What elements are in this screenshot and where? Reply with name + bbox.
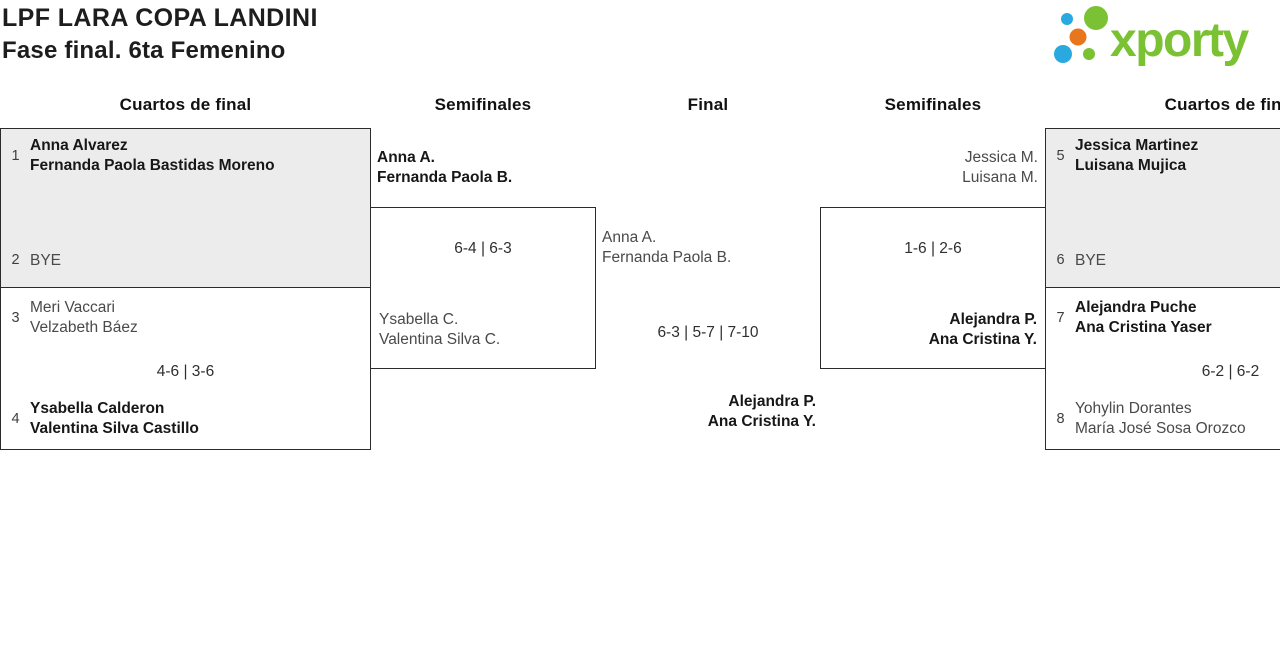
player-name: Alejandra Puche <box>1075 299 1197 316</box>
player-name: Anna Alvarez <box>30 137 128 154</box>
match-score: 4-6 | 3-6 <box>156 363 215 380</box>
page-subtitle: Fase final. 6ta Femenino <box>2 37 286 64</box>
player-name: Ana Cristina Yaser <box>1075 318 1212 336</box>
logo-dot-green-large <box>1084 6 1108 30</box>
round-header-qf-left: Cuartos de final <box>119 95 252 114</box>
round-header-final: Final <box>687 95 729 114</box>
player-name: Alejandra P. <box>949 311 1037 328</box>
bye-label: BYE <box>30 251 62 269</box>
seed-number: 5 <box>1056 147 1065 164</box>
player-name: Luisana M. <box>962 168 1038 186</box>
match-score: 6-4 | 6-3 <box>454 240 512 257</box>
player-name: Meri Vaccari <box>30 299 115 316</box>
team-row: 8 Yohylin Dorantes María José Sosa Orozc… <box>1053 399 1280 438</box>
seed-number: 8 <box>1056 410 1065 427</box>
logo-dot-blue-large <box>1054 45 1072 63</box>
player-name: Valentina Silva C. <box>379 330 501 348</box>
team-row: 5 Jessica Martinez Luisana Mujica <box>1053 136 1280 175</box>
seed-number: 2 <box>11 252 20 269</box>
seed-number: 7 <box>1056 309 1065 326</box>
team-row: 3 Meri Vaccari Velzabeth Báez <box>8 298 363 337</box>
player-name: Alejandra P. <box>728 393 816 410</box>
team-row: 1 Anna Alvarez Fernanda Paola Bastidas M… <box>8 136 363 175</box>
sf-left-top-team: Anna A. Fernanda Paola B. <box>377 148 512 187</box>
final-top-team: Anna A. Fernanda Paola B. <box>602 228 731 267</box>
match-box-qf4[interactable]: 7 Alejandra Puche Ana Cristina Yaser 6-2… <box>1045 287 1280 450</box>
final-score: 6-3 | 5-7 | 7-10 <box>657 324 759 341</box>
seed-number: 6 <box>1056 252 1065 269</box>
player-name: Ysabella Calderon <box>30 400 165 417</box>
player-name: Fernanda Paola B. <box>602 248 732 266</box>
player-name: Ana Cristina Y. <box>707 412 816 430</box>
player-name: Velzabeth Báez <box>30 318 138 336</box>
seed-number: 3 <box>11 309 20 326</box>
logo-wordmark: xporty <box>1110 14 1250 66</box>
xporty-logo[interactable]: xporty <box>1046 2 1278 66</box>
match-box-qf2[interactable]: 3 Meri Vaccari Velzabeth Báez 4-6 | 3-6 … <box>0 287 371 450</box>
player-name: Yohylin Dorantes <box>1075 400 1192 417</box>
player-name: Ana Cristina Y. <box>928 330 1037 348</box>
round-header-sf-right: Semifinales <box>884 95 982 114</box>
match-box-qf1[interactable]: 1 Anna Alvarez Fernanda Paola Bastidas M… <box>0 128 371 288</box>
sf-left-bottom-team: Ysabella C. Valentina Silva C. <box>379 310 500 349</box>
player-name: Anna A. <box>602 229 657 246</box>
match-score: 1-6 | 2-6 <box>904 240 962 257</box>
logo-dot-green-small <box>1083 48 1095 60</box>
team-row: 2 BYE <box>8 251 363 271</box>
player-name: Anna A. <box>377 149 435 166</box>
match-box-sf-left[interactable]: 6-4 | 6-3 Ysabella C. Valentina Silva C. <box>370 207 596 369</box>
match-score: 6-2 | 6-2 <box>1201 363 1260 380</box>
match-box-sf-right[interactable]: 1-6 | 2-6 Alejandra P. Ana Cristina Y. <box>820 207 1046 369</box>
match-box-qf3[interactable]: 5 Jessica Martinez Luisana Mujica 6 BYE <box>1045 128 1280 288</box>
bye-label: BYE <box>1075 251 1107 269</box>
player-name: Valentina Silva Castillo <box>30 419 199 437</box>
seed-number: 1 <box>11 147 20 164</box>
final-bottom-team: Alejandra P. Ana Cristina Y. <box>708 392 816 431</box>
logo-dot-orange <box>1069 28 1087 46</box>
round-header-sf-left: Semifinales <box>434 95 532 114</box>
player-name: Jessica Martinez <box>1075 137 1199 154</box>
header-titles: LPF LARA COPA LANDINI Fase final. 6ta Fe… <box>2 2 318 67</box>
logo-dot-blue-small <box>1061 13 1073 25</box>
player-name: María José Sosa Orozco <box>1075 419 1246 437</box>
player-name: Luisana Mujica <box>1075 156 1187 174</box>
team-row: 7 Alejandra Puche Ana Cristina Yaser <box>1053 298 1280 337</box>
round-header-qf-right: Cuartos de final <box>1164 95 1280 114</box>
team-row: 4 Ysabella Calderon Valentina Silva Cast… <box>8 399 363 438</box>
player-name: Jessica M. <box>964 149 1038 166</box>
page-title: LPF LARA COPA LANDINI <box>2 4 318 32</box>
player-name: Fernanda Paola Bastidas Moreno <box>30 156 275 174</box>
player-name: Fernanda Paola B. <box>377 168 513 186</box>
sf-right-top-team: Jessica M. Luisana M. <box>962 148 1038 187</box>
team-row: 6 BYE <box>1053 251 1280 271</box>
sf-right-bottom-team: Alejandra P. Ana Cristina Y. <box>929 310 1037 349</box>
seed-number: 4 <box>11 410 20 427</box>
player-name: Ysabella C. <box>379 311 459 328</box>
